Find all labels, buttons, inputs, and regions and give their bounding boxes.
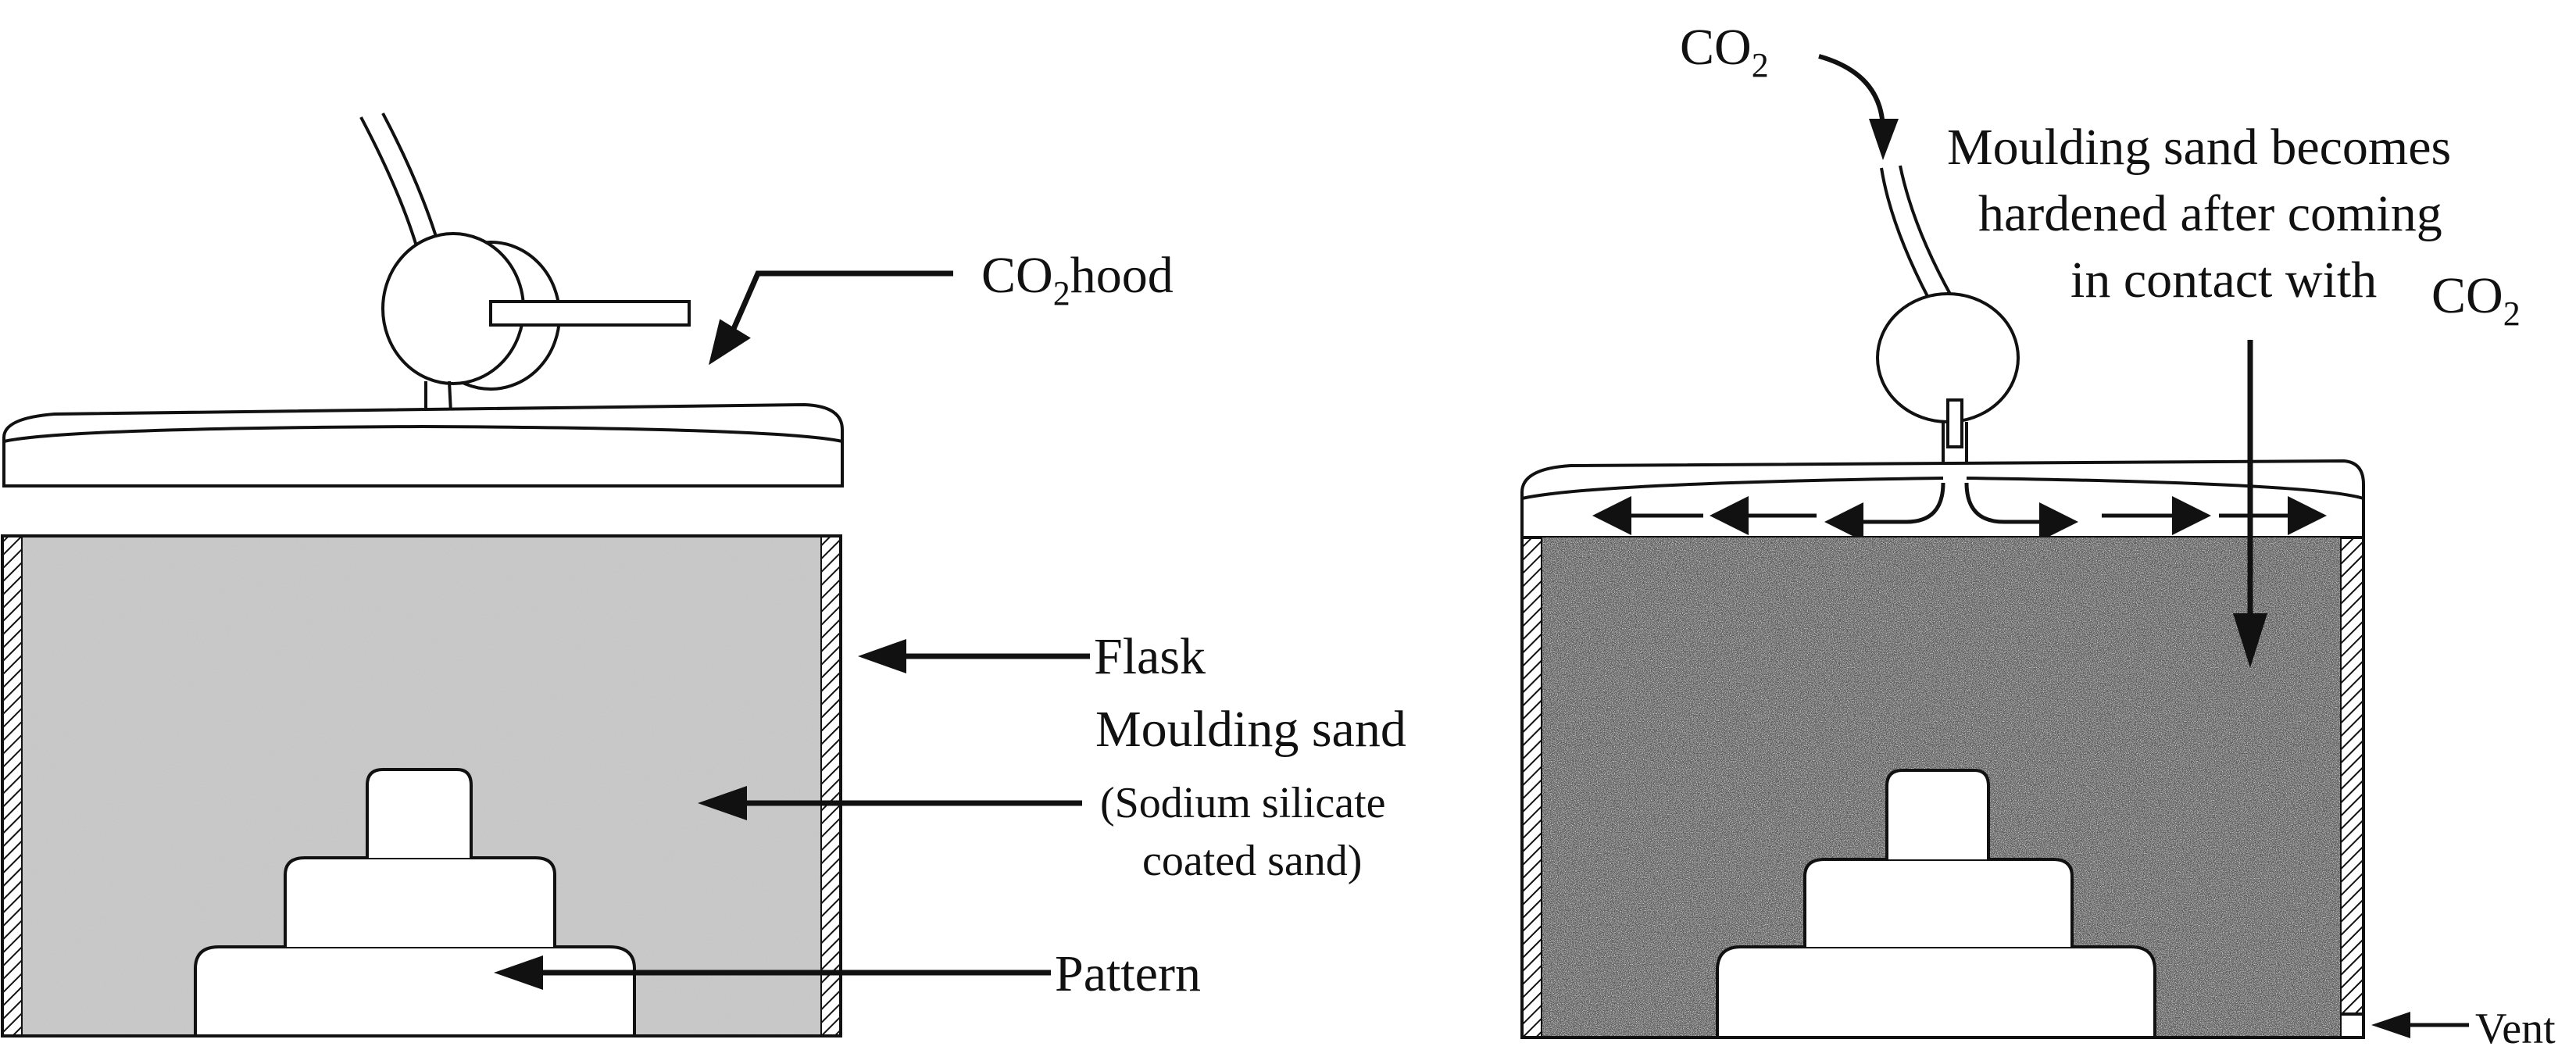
right-assembly	[1520, 165, 2365, 1039]
co2-inlet-label: CO2	[1680, 19, 1769, 84]
hardened-label-2: hardened after coming	[1978, 185, 2442, 242]
co2-hood-arrow	[727, 270, 953, 338]
pattern-label: Pattern	[1055, 945, 1201, 1002]
left-pattern	[194, 768, 636, 1038]
hardened-label-3: in contact with	[2070, 252, 2377, 309]
left-assembly	[1, 112, 844, 1038]
sodium-silicate-label-1: (Sodium silicate	[1100, 779, 1386, 827]
left-annotations: CO2hood Flask Moulding sand (Sodium sili…	[494, 247, 1406, 1002]
vent-gap	[2338, 1012, 2365, 1039]
right-flask-wall-right	[2338, 536, 2365, 1016]
co2-inlet-arrow	[1818, 54, 1885, 132]
right-annotations: CO2 Moulding sand becomes hardened after…	[1680, 19, 2556, 1050]
right-pattern	[1716, 769, 2156, 1039]
right-co2-pipe-inner	[1899, 165, 1953, 298]
hardened-co2-label: CO2	[2431, 267, 2521, 333]
sodium-silicate-label-2: coated sand)	[1142, 837, 1362, 885]
right-flask-wall-left	[1520, 536, 1544, 1039]
left-flask-wall-left	[1, 534, 24, 1038]
right-co2-pipe	[1880, 167, 1931, 302]
gas-flow-arrows	[1592, 482, 2327, 541]
left-flask-wall-right	[819, 534, 842, 1038]
flask-label: Flask	[1094, 628, 1206, 685]
vent-label: Vent	[2475, 1005, 2556, 1050]
moulding-sand-label: Moulding sand	[1095, 701, 1406, 758]
left-hood-valve-handle	[489, 300, 691, 327]
left-hood-pipe	[359, 116, 423, 266]
left-hood-plate	[2, 402, 844, 488]
co2-hood-label: CO2hood	[981, 247, 1174, 312]
hardened-label-1: Moulding sand becomes	[1947, 119, 2451, 176]
